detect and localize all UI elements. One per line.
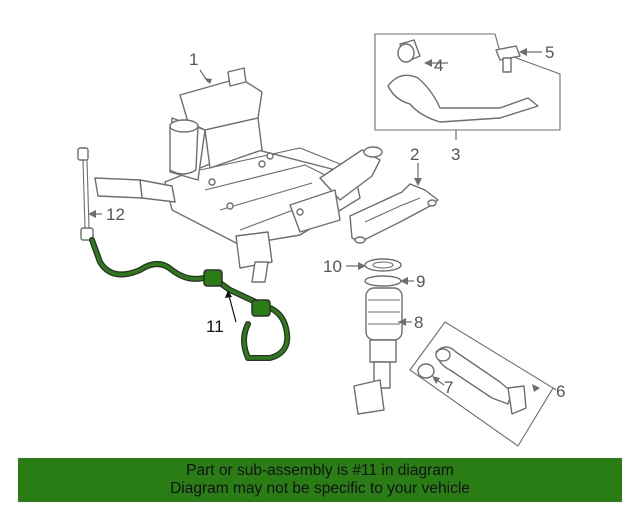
subframe-part-1: [94, 67, 383, 283]
callout-11: 11: [206, 317, 224, 336]
bracket-plate-part-2: [349, 183, 439, 244]
insulator-part-9: [364, 275, 402, 287]
parts-diagram: 1 2 3 4 5 6 7 8 9 10 11 12: [77, 33, 565, 447]
banner-line-2: Diagram may not be specific to your vehi…: [170, 480, 470, 497]
stabilizer-link-part-12: [77, 147, 94, 241]
info-banner: Part or sub-assembly is #11 in diagram D…: [18, 458, 622, 502]
stabilizer-bar-part-11: [89, 237, 291, 361]
callout-5: 5: [545, 43, 554, 62]
callout-8: 8: [414, 313, 423, 332]
air-strut-part-8: [353, 287, 403, 415]
banner-line-1: Part or sub-assembly is #11 in diagram: [186, 462, 454, 479]
callout-3: 3: [451, 145, 460, 164]
callout-1: 1: [189, 50, 198, 69]
callout-4: 4: [434, 56, 443, 75]
callout-9: 9: [416, 272, 425, 291]
callout-7: 7: [444, 378, 453, 397]
callout-10: 10: [323, 257, 342, 276]
upper-mount-part-10: [364, 258, 402, 272]
upper-arm-assembly-part-3: [374, 33, 561, 131]
lower-arm-assembly-part-6: [409, 321, 554, 447]
callout-2: 2: [410, 145, 419, 164]
callout-6: 6: [556, 382, 565, 401]
callout-12: 12: [106, 205, 125, 224]
